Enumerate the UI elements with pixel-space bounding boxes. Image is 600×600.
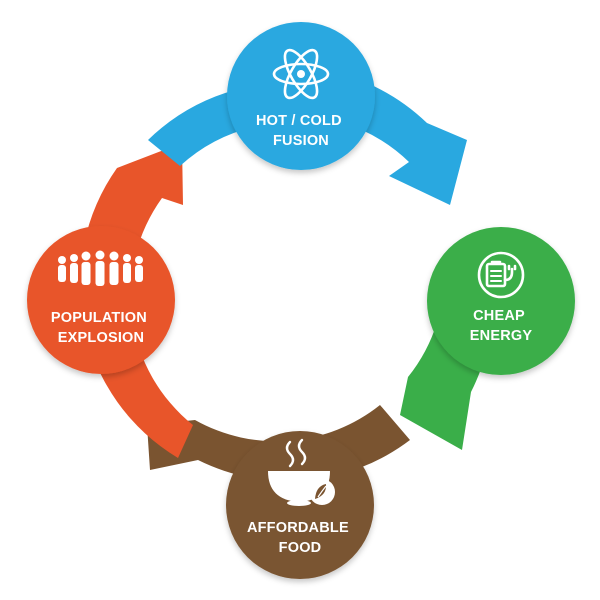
crowd-icon — [58, 250, 143, 286]
node-energy-line-1: CHEAP — [473, 308, 525, 324]
node-food-line-2: FOOD — [279, 540, 322, 556]
node-food-label: AFFORDABLE FOOD — [247, 520, 353, 556]
node-population-label: POPULATION EXPLOSION — [51, 310, 151, 346]
arrow-population-to-fusion — [79, 143, 193, 458]
node-food: AFFORDABLE FOOD — [226, 431, 374, 579]
node-fusion-line-2: FUSION — [273, 133, 329, 149]
arrow-fusion-to-energy — [362, 83, 467, 205]
battery-plug-icon — [477, 251, 525, 299]
node-fusion-line-1: HOT / COLD — [256, 113, 342, 129]
atom-icon — [272, 48, 330, 100]
node-population-line-1: POPULATION — [51, 310, 147, 326]
node-population-line-2: EXPLOSION — [58, 330, 144, 346]
node-food-line-1: AFFORDABLE — [247, 520, 349, 536]
node-fusion: HOT / COLD FUSION — [227, 22, 375, 170]
node-fusion-label: HOT / COLD FUSION — [256, 113, 346, 149]
node-energy: CHEAP ENERGY — [427, 227, 575, 375]
node-energy-line-2: ENERGY — [470, 328, 533, 344]
steaming-bowl-icon — [268, 438, 335, 506]
node-energy-label: CHEAP ENERGY — [470, 308, 533, 344]
node-population: POPULATION EXPLOSION — [27, 226, 175, 374]
